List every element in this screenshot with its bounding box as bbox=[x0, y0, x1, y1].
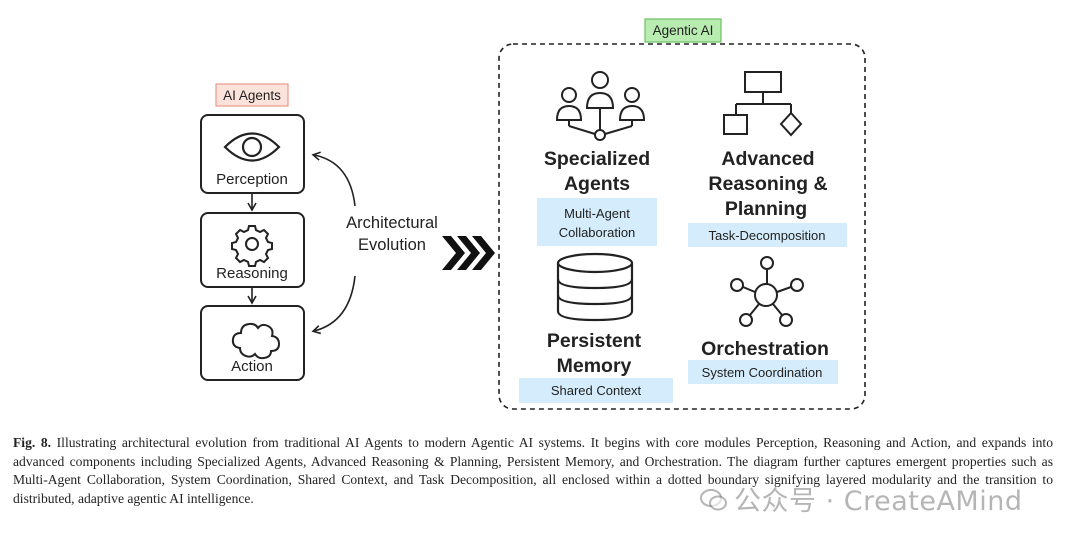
curved-arrow-to-perception bbox=[311, 151, 356, 207]
ai-agents-badge-label: AI Agents bbox=[223, 88, 281, 103]
figure-caption-text: Illustrating architectural evolution fro… bbox=[13, 435, 1053, 506]
persistent-memory-title-line2: Memory bbox=[557, 355, 632, 377]
multi-agent-collaboration-tag: Multi-Agent Collaboration bbox=[537, 198, 657, 246]
figure-label: Fig. 8. bbox=[13, 435, 52, 450]
database-icon bbox=[556, 252, 634, 322]
hub-network-icon bbox=[730, 256, 804, 327]
action-label: Action bbox=[231, 358, 273, 375]
triple-chevron-icon bbox=[442, 236, 495, 270]
wechat-icon bbox=[700, 489, 727, 511]
action-module: Action bbox=[200, 305, 305, 381]
reasoning-label: Reasoning bbox=[216, 265, 288, 282]
watermark: 公众号 · CreateAMind bbox=[700, 479, 1022, 518]
watermark-text: 公众号 · CreateAMind bbox=[734, 486, 1023, 517]
shared-context-tag-label: Shared Context bbox=[551, 383, 642, 398]
agentic-ai-badge-label: Agentic AI bbox=[653, 23, 714, 38]
cloud-icon bbox=[231, 322, 281, 360]
reasoning-planning-title-line1: Advanced bbox=[721, 148, 814, 170]
reasoning-planning-title-line3: Planning bbox=[725, 198, 807, 220]
people-network-icon bbox=[555, 71, 646, 141]
orchestration-title: Orchestration bbox=[701, 338, 829, 360]
ai-agents-badge: AI Agents bbox=[215, 83, 289, 107]
reasoning-module: Reasoning bbox=[200, 212, 305, 288]
evolution-label-line2: Evolution bbox=[358, 236, 426, 254]
task-decomposition-tag: Task-Decomposition bbox=[688, 223, 847, 247]
specialized-title-line1: Specialized bbox=[544, 148, 650, 170]
figure-caption: Fig. 8. Illustrating architectural evolu… bbox=[13, 434, 1053, 508]
flowchart-icon bbox=[723, 71, 803, 137]
multi-agent-tag-line1: Multi-Agent bbox=[564, 206, 630, 221]
system-coordination-tag-label: System Coordination bbox=[702, 365, 823, 380]
curved-arrow-to-action bbox=[311, 275, 356, 335]
system-coordination-tag: System Coordination bbox=[688, 360, 838, 384]
reasoning-planning-title-line2: Reasoning & bbox=[708, 173, 827, 195]
shared-context-tag: Shared Context bbox=[519, 378, 673, 403]
specialized-title-line2: Agents bbox=[564, 173, 630, 195]
task-decomposition-tag-label: Task-Decomposition bbox=[708, 228, 825, 243]
persistent-memory-title-line1: Persistent bbox=[547, 330, 642, 352]
multi-agent-tag-line2: Collaboration bbox=[559, 225, 636, 240]
gear-icon bbox=[231, 225, 273, 267]
agentic-ai-badge: Agentic AI bbox=[644, 18, 722, 43]
perception-module: Perception bbox=[200, 114, 305, 194]
evolution-label-line1: Architectural bbox=[346, 214, 438, 232]
evolution-diagram: AI Agents Perception Reasoning Action Ar… bbox=[200, 18, 866, 410]
perception-label: Perception bbox=[216, 171, 288, 188]
eye-icon bbox=[223, 132, 281, 162]
